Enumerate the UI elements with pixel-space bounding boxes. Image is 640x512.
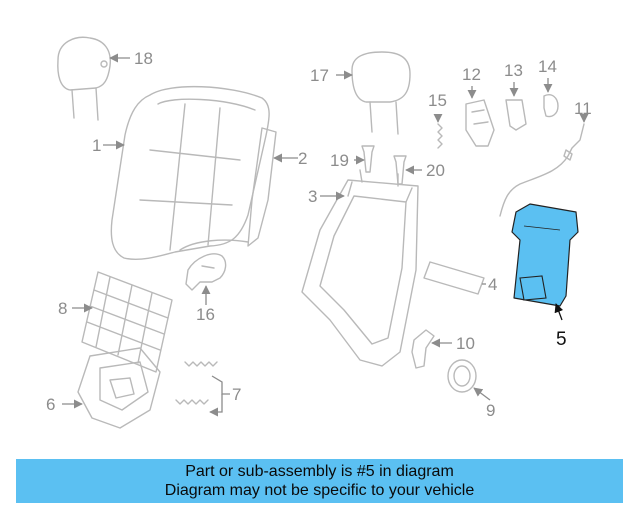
- cap-part: [543, 78, 559, 118]
- callout-11: 11: [574, 99, 592, 118]
- callout-6: 6: [46, 395, 55, 414]
- callout-7: 7: [232, 385, 241, 404]
- parts-diagram: 18 1 2 3 4 5 6 7 8 9 10 11 12 13 14 15 1…: [46, 36, 592, 429]
- headrest-guide-left-part: [354, 145, 375, 173]
- headrest-left-part: [57, 36, 130, 121]
- callout-1: 1: [92, 136, 101, 155]
- springs-part: [175, 361, 230, 417]
- callout-8: 8: [58, 299, 67, 318]
- knob-part: [447, 359, 491, 401]
- lever-part: [505, 82, 527, 131]
- callout-15: 15: [428, 91, 447, 110]
- callout-18: 18: [134, 49, 153, 68]
- callout-17: 17: [310, 66, 329, 85]
- info-banner: Part or sub-assembly is #5 in diagram Di…: [16, 459, 623, 503]
- banner-line-2: Diagram may not be specific to your vehi…: [164, 482, 475, 499]
- headrest-center-part: [336, 51, 411, 135]
- seat-back-cushion-part: [103, 85, 270, 261]
- side-panel-part: [247, 127, 298, 247]
- callout-14: 14: [538, 57, 557, 76]
- banner-line-1: Part or sub-assembly is #5 in diagram: [185, 463, 454, 480]
- clip-part: [433, 113, 443, 149]
- recliner-cover-part: [185, 253, 227, 305]
- callout-5: 5: [556, 329, 567, 350]
- lumbar-support-part: [62, 347, 161, 429]
- seat-back-frame-part: [301, 169, 419, 367]
- back-panel-highlighted-part: [511, 203, 579, 321]
- callout-20: 20: [426, 161, 445, 180]
- callout-16: 16: [196, 305, 215, 324]
- cable-part: [499, 113, 589, 217]
- callout-19: 19: [330, 151, 349, 170]
- recliner-handle-part: [411, 329, 452, 369]
- callout-4: 4: [488, 275, 497, 294]
- callout-3: 3: [308, 187, 317, 206]
- callout-2: 2: [298, 149, 307, 168]
- pad-part: [423, 261, 486, 295]
- callout-12: 12: [462, 65, 481, 84]
- callout-13: 13: [504, 61, 523, 80]
- callout-9: 9: [486, 401, 495, 420]
- handle-part: [465, 86, 495, 147]
- callout-10: 10: [456, 334, 475, 353]
- spring-mat-part: [72, 271, 173, 373]
